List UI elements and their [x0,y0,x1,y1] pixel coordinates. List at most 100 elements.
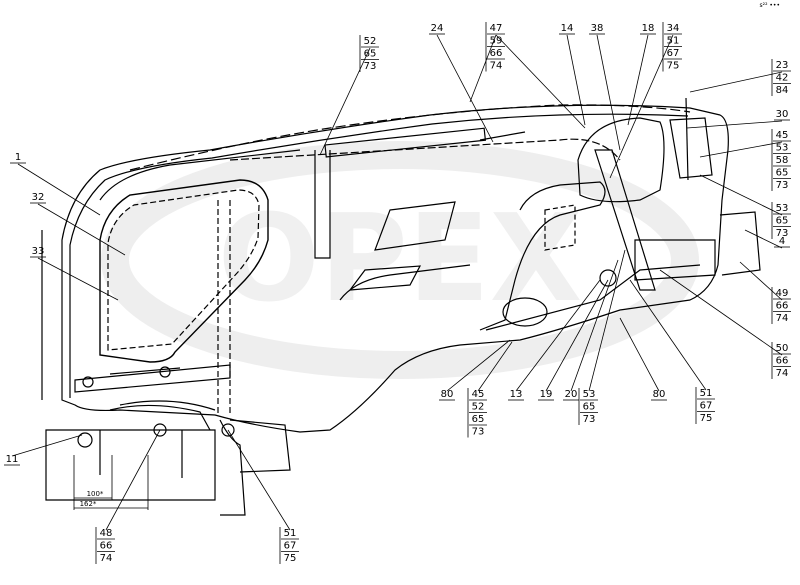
callout-label: 24 [431,23,444,34]
callout-label: 84 [776,85,789,96]
callout-label: 42 [776,73,789,84]
callout-label: 65 [583,402,596,413]
leader-line [570,259,619,392]
leader-line [17,163,101,216]
callout-c24: 24 [429,23,494,143]
callout-c30: 30 [686,109,790,129]
callout-label: 53 [776,143,789,154]
watermark: OPEX [101,141,699,379]
callout-label: 66 [490,48,503,59]
callout-label: 48 [100,528,113,539]
callout-label: 66 [776,301,789,312]
callout-label: 73 [776,180,789,191]
leader-line [739,261,783,301]
callout-label: 14 [561,23,574,34]
callout-label: 75 [700,413,713,424]
callout-label: 73 [364,61,377,72]
callout-label: 74 [776,313,789,324]
callout-label: 52 [364,36,377,47]
callout-c14: 14 [559,23,586,126]
callout-label: 80 [441,389,454,400]
callout-c19: 19 [538,279,609,401]
leader-line [596,34,621,151]
callout-label: 30 [776,109,789,120]
callout-label: 66 [100,541,113,552]
cabin-side-panel [41,97,761,516]
leader-line [545,279,609,392]
callout-c18: 18 [627,23,656,126]
leader-line [227,429,291,531]
leader-line [609,34,674,179]
callout-label: 74 [776,368,789,379]
callout-label: 19 [540,389,553,400]
callout-label: 1 [15,152,21,163]
leader-line [699,174,783,216]
callout-label: 73 [472,427,485,438]
leader-line [629,279,707,391]
callout-label: 67 [700,401,713,412]
callout-label: 65 [776,216,789,227]
dimension-upper: 100* [87,490,104,498]
callout-label: 66 [776,356,789,367]
leader-line [37,257,119,301]
leader-line [11,434,83,457]
leader-line [686,120,783,129]
callout-label: 11 [6,454,19,465]
callout-label: 52 [472,402,485,413]
callout-label: 53 [583,389,596,400]
leader-line [627,34,649,126]
callout-c32: 32 [30,192,126,256]
callout-label: 20 [565,389,578,400]
callout-label: 67 [284,541,297,552]
callout-label: 51 [700,388,713,399]
leader-line [619,317,660,392]
callout-label: 65 [776,168,789,179]
callout-label: 34 [667,23,680,34]
callout-label: 33 [32,246,45,257]
callout-c80a: 80 [439,339,511,401]
leader-line [436,34,494,143]
callout-c80b: 80 [619,317,667,401]
callout-label: 80 [653,389,666,400]
callout-label: 4 [779,236,785,247]
callout-c38: 38 [589,23,621,151]
callout-label: 45 [776,130,789,141]
callout-label: 51 [667,36,680,47]
dimension-lower: 162* [80,500,97,508]
callout-label: 74 [490,61,503,72]
leader-line [659,269,783,356]
leader-line [566,34,586,126]
callout-label: 18 [642,23,655,34]
callout-c20: 20 [563,259,619,401]
corner-mark: s²² ••• [760,2,780,9]
leader-line [477,341,513,392]
callout-c4: 4 [744,229,790,249]
leader-line [446,339,511,392]
callout-c33: 33 [30,246,119,301]
leader-line [37,203,126,256]
callout-label: 73 [583,414,596,425]
callout-c11: 11 [4,434,83,466]
callout-label: 49 [776,288,789,299]
leader-line [515,279,601,392]
dimension-lines [73,455,149,510]
callout-label: 47 [490,23,503,34]
callout-label: 38 [591,23,604,34]
leader-line [319,47,371,156]
callout-c1: 1 [10,152,101,216]
leader-line [689,71,783,93]
